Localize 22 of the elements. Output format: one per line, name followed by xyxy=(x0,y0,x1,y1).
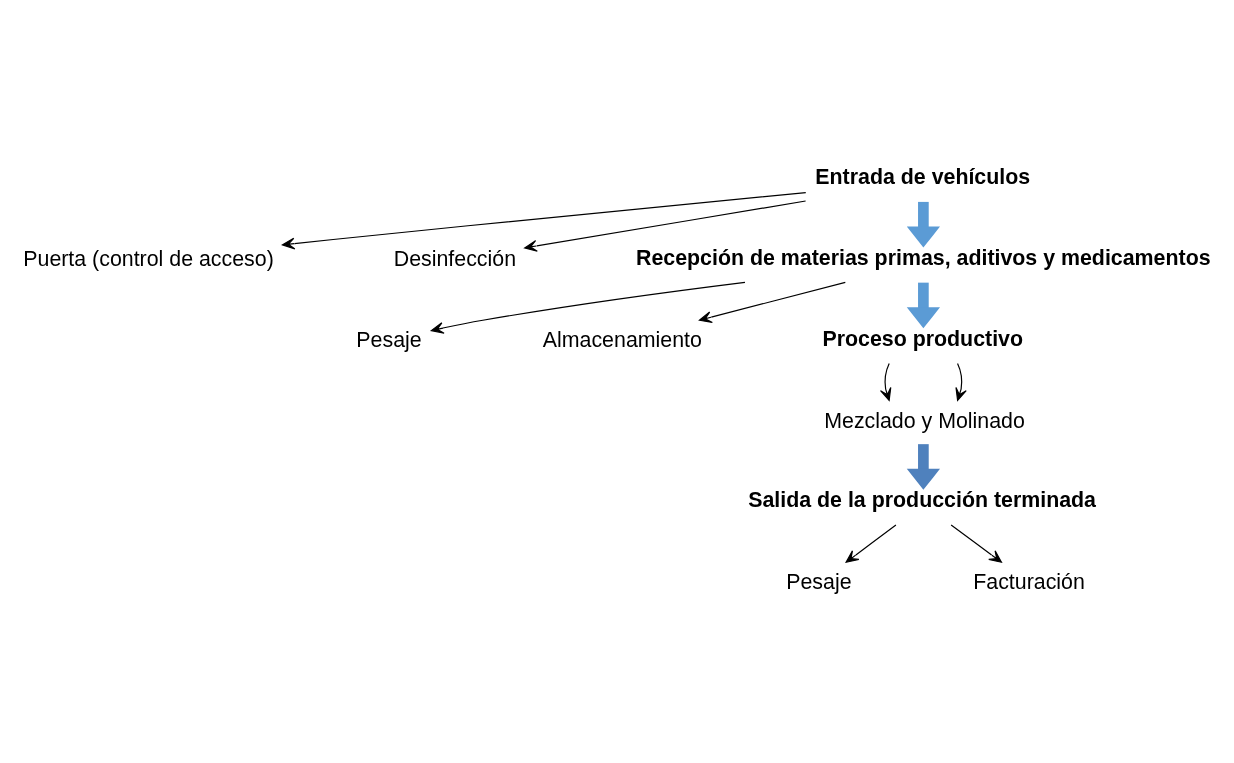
arrow xyxy=(906,201,940,248)
arrow xyxy=(430,281,746,334)
node-text: Puerta (control de acceso) xyxy=(23,246,274,271)
arrow xyxy=(845,523,897,563)
node-text: Pesaje xyxy=(356,327,422,352)
node-text: Mezclado y Molinado xyxy=(824,408,1025,433)
node-text: Desinfección xyxy=(393,246,517,271)
node-text: Facturación xyxy=(973,569,1085,594)
arrow xyxy=(906,443,940,490)
arrow xyxy=(281,191,807,249)
node-text: Entrada de vehículos xyxy=(815,164,1031,189)
arrow xyxy=(906,282,940,328)
arrow xyxy=(524,199,807,252)
arrow xyxy=(879,362,892,401)
arrow xyxy=(698,281,846,323)
node-text: Proceso productivo xyxy=(822,326,1024,351)
node-text: Pesaje xyxy=(786,569,852,594)
node-text: Almacenamiento xyxy=(542,327,702,352)
arrow xyxy=(955,362,967,401)
arrow xyxy=(950,523,1003,563)
node-text: Salida de la producción terminada xyxy=(748,487,1096,512)
node-text: Recepción de materias primas, aditivos y medicamentos xyxy=(636,245,1211,270)
